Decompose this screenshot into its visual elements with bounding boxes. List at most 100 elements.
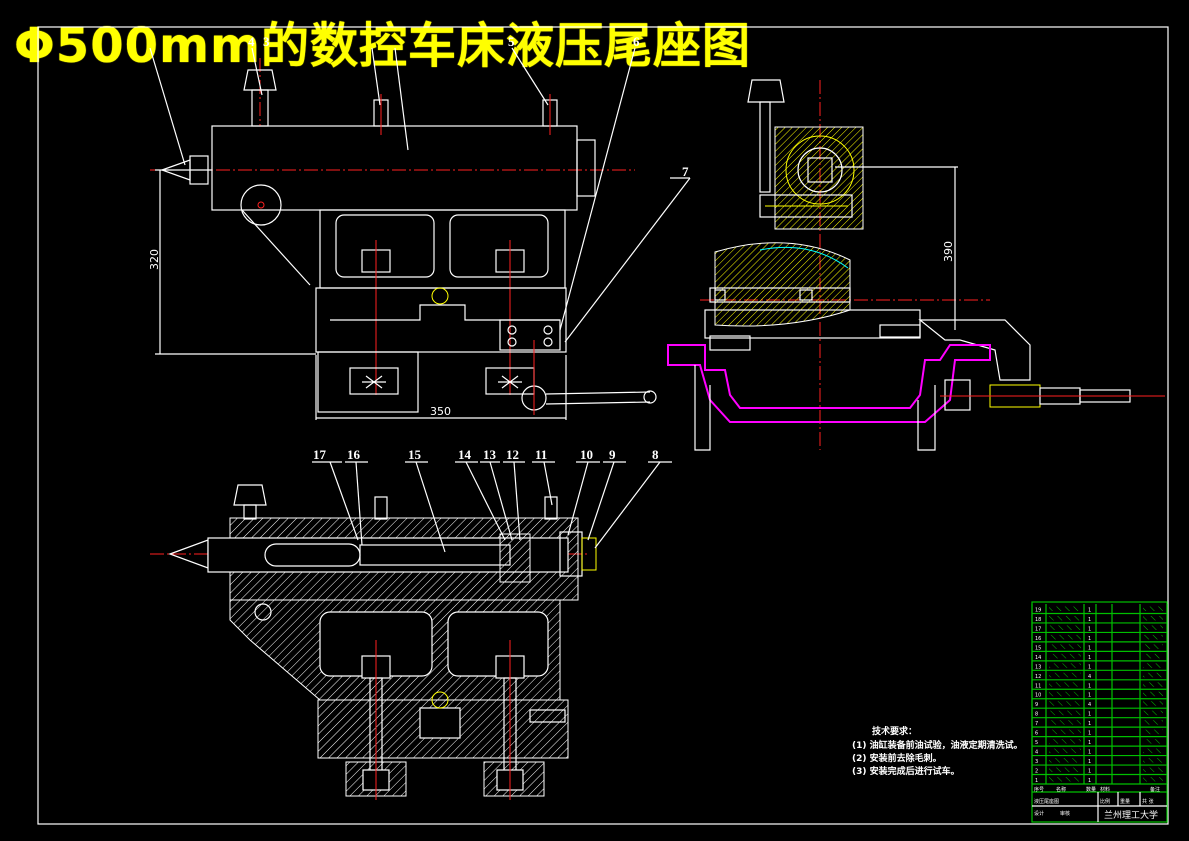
parts-list-quantity: 1 xyxy=(1088,636,1091,642)
parts-list-number: 15 xyxy=(1035,645,1041,651)
callout-11: 11 xyxy=(535,447,547,462)
tb-label-remark: 备注 xyxy=(1150,786,1160,793)
parts-list-remark-cell xyxy=(1143,701,1163,706)
callout-13: 13 xyxy=(483,447,497,462)
parts-list-number: 1 xyxy=(1035,778,1038,784)
callout-7: 7 xyxy=(682,164,689,179)
parts-list-remark-cell xyxy=(1143,710,1163,716)
parts-list-name-cell xyxy=(1049,758,1081,763)
callout-8: 8 xyxy=(652,447,659,462)
parts-list-number: 7 xyxy=(1035,721,1038,727)
parts-list-remark-cell xyxy=(1143,615,1163,621)
tb-label-sheets: 共 张 xyxy=(1142,798,1154,805)
parts-list-name-cell xyxy=(1049,710,1081,716)
parts-list-quantity: 1 xyxy=(1088,731,1091,737)
parts-list-name-cell xyxy=(1049,606,1081,611)
parts-list-name-cell xyxy=(1049,682,1081,687)
dimension-320: 320 xyxy=(148,249,161,270)
tech-item-3: (3) 安装完成后进行试车。 xyxy=(852,765,960,777)
parts-list-quantity: 1 xyxy=(1088,721,1091,727)
tb-label-name: 名称 xyxy=(1056,786,1066,793)
callout-4: 4 xyxy=(248,34,255,49)
callout-5: 5 xyxy=(508,34,515,49)
parts-list-number: 13 xyxy=(1035,664,1041,670)
callout-15: 15 xyxy=(408,447,422,462)
parts-list-quantity: 1 xyxy=(1088,759,1091,765)
callout-12: 12 xyxy=(506,447,519,462)
callout-10: 10 xyxy=(580,447,593,462)
dimension-390: 390 xyxy=(942,241,955,262)
tb-label-material: 材料 xyxy=(1100,786,1110,793)
parts-list-remark-cell xyxy=(1143,606,1163,611)
parts-list-remark-cell xyxy=(1143,634,1163,640)
parts-list-remark-cell xyxy=(1143,748,1163,754)
parts-list-quantity: 1 xyxy=(1088,607,1091,613)
parts-list-name-cell xyxy=(1049,634,1081,640)
front-view xyxy=(149,47,691,420)
parts-list-quantity: 1 xyxy=(1088,750,1091,756)
parts-list-number: 8 xyxy=(1035,712,1038,718)
parts-list-remark-cell xyxy=(1143,758,1163,763)
parts-list-name-cell xyxy=(1049,653,1081,659)
tb-label-no: 序号 xyxy=(1034,786,1044,793)
parts-list-remark-cell xyxy=(1143,720,1163,725)
parts-list-quantity: 4 xyxy=(1088,674,1091,680)
parts-list-quantity: 4 xyxy=(1088,702,1091,708)
parts-list-remark-cell xyxy=(1143,644,1163,649)
tech-item-2: (2) 安装前去除毛刺。 xyxy=(852,752,942,764)
tech-item-1: (1) 油缸装备前油试验，油液定期清洗试。 xyxy=(852,739,1023,751)
parts-list-number: 12 xyxy=(1035,674,1041,680)
parts-list-quantity: 1 xyxy=(1088,712,1091,718)
parts-list-number: 5 xyxy=(1035,740,1038,746)
tb-label-weight: 重量 xyxy=(1120,798,1130,805)
tb-label-review: 审核 xyxy=(1060,810,1070,817)
parts-list-number: 19 xyxy=(1035,607,1041,613)
parts-list-quantity: 1 xyxy=(1088,664,1091,670)
parts-list-name-cell xyxy=(1049,729,1081,735)
tech-heading: 技术要求： xyxy=(872,725,917,737)
parts-list-remark-cell xyxy=(1143,625,1163,630)
parts-list-name-cell xyxy=(1049,777,1081,782)
parts-list-remark-cell xyxy=(1143,653,1163,659)
parts-list-name-cell xyxy=(1049,672,1081,678)
parts-list-number: 3 xyxy=(1035,759,1038,765)
parts-list-remark-cell xyxy=(1143,682,1163,687)
callout-14: 14 xyxy=(458,447,472,462)
parts-list-quantity: 1 xyxy=(1088,655,1091,661)
dimension-350: 350 xyxy=(430,405,451,418)
parts-list-quantity: 1 xyxy=(1088,693,1091,699)
parts-list-name-cell xyxy=(1049,748,1081,754)
callout-16: 16 xyxy=(347,447,361,462)
parts-list-remark-cell xyxy=(1143,663,1163,668)
parts-list-name-cell xyxy=(1049,644,1081,649)
tb-school: 兰州理工大学 xyxy=(1104,809,1158,821)
parts-list-quantity: 1 xyxy=(1088,683,1091,689)
parts-list-quantity: 1 xyxy=(1088,617,1091,623)
parts-list-number: 16 xyxy=(1035,636,1041,642)
tech-requirements: 技术要求： (1) 油缸装备前油试验，油液定期清洗试。 (2) 安装前去除毛刺。… xyxy=(852,725,1023,777)
tb-drawing-name: 液压尾座图 xyxy=(1034,798,1059,805)
parts-list-number: 14 xyxy=(1035,655,1041,661)
parts-list-number: 4 xyxy=(1035,750,1038,756)
parts-list-number: 9 xyxy=(1035,702,1038,708)
parts-list-quantity: 1 xyxy=(1088,769,1091,775)
section-view xyxy=(150,461,672,800)
callout-9: 9 xyxy=(609,447,616,462)
parts-list-name-cell xyxy=(1049,615,1081,621)
parts-list-name-cell xyxy=(1049,701,1081,706)
parts-list-quantity: 1 xyxy=(1088,645,1091,651)
parts-list-quantity: 1 xyxy=(1088,740,1091,746)
parts-list-remark-cell xyxy=(1143,672,1163,678)
callout-3: 3 xyxy=(263,34,270,49)
tb-label-qty: 数量 xyxy=(1086,786,1096,793)
callout-17: 17 xyxy=(313,447,327,462)
parts-list-number: 11 xyxy=(1035,683,1041,689)
parts-list-name-cell xyxy=(1049,691,1081,697)
side-view xyxy=(667,79,1165,451)
tb-label-scale: 比例 xyxy=(1100,798,1110,805)
parts-list-name-cell xyxy=(1049,625,1081,630)
parts-list-name-cell xyxy=(1049,739,1081,744)
